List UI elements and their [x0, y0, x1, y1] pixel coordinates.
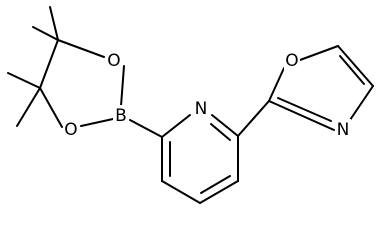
ring-bond-c-o-top [57, 39, 105, 58]
bond-layer [7, 6, 374, 204]
oxazole-bond-2 [299, 45, 339, 61]
oxazole-double-1 [339, 55, 365, 85]
pyridine-oxazole-bond [237, 100, 270, 137]
structure-drawing: B O O N O N [7, 6, 374, 204]
oxazole-double-2 [277, 97, 332, 122]
oxazole-oxygen-label: O [285, 51, 298, 71]
boronate-oxygen-bottom-label: O [64, 120, 77, 140]
methyl-bond-4 [16, 87, 41, 127]
ring-bond-o-b-top [120, 65, 125, 107]
methyl-bond-1 [32, 26, 59, 41]
ring-bond-c-c [39, 39, 59, 89]
oxazole-bond-3 [337, 45, 374, 87]
pyridine-bond-2 [211, 114, 239, 137]
oxazole-nitrogen-label: N [337, 120, 350, 140]
oxazole-bond-1 [268, 67, 285, 102]
ring-bond-c-o-bottom [39, 87, 63, 128]
oxazole-nitrogen-backdrop [335, 119, 351, 141]
pyridine-nitrogen-backdrop [193, 98, 209, 120]
pyridine-nitrogen-label: N [195, 99, 208, 119]
ring-bond-o-b-bottom [80, 118, 114, 127]
pyridine-double-2 [200, 175, 231, 194]
boron-pyridine-bond [129, 119, 163, 138]
atom-label-layer: B O O N O N [63, 50, 351, 141]
oxazole-oxygen-backdrop [284, 50, 300, 72]
boron-atom-label: B [115, 106, 127, 126]
pyridine-bond-1 [161, 114, 191, 138]
boronate-oxygen-top-backdrop [106, 50, 122, 72]
pyridine-double-3 [210, 123, 231, 141]
boron-label-backdrop [113, 105, 129, 127]
boronate-oxygen-bottom-backdrop [63, 119, 79, 141]
oxazole-bond-5 [268, 100, 335, 131]
molecule-diagram: B O O N O N [7, 6, 374, 204]
oxazole-bond-4 [349, 85, 374, 121]
methyl-bond-2 [49, 6, 59, 41]
pyridine-bond-4 [199, 180, 239, 204]
pyridine-bond-5 [161, 180, 201, 204]
boronate-oxygen-top-label: O [107, 51, 120, 71]
methyl-bond-3 [7, 72, 41, 89]
